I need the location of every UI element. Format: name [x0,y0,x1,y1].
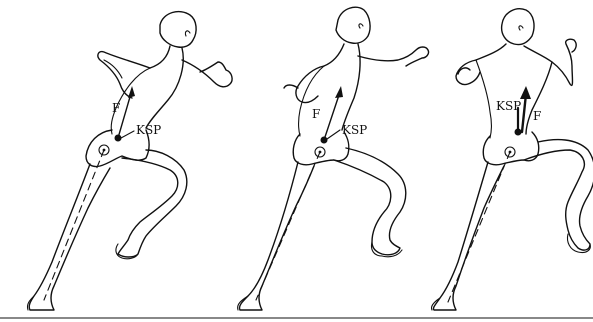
runner-2-force-arrow [324,92,340,140]
runner-1-leg-axis [44,150,104,300]
runner-3-force-label: F [533,109,541,123]
runner-2-front-leg [334,148,406,255]
runner-1-torso [146,46,183,128]
runner-3-ksp-label: KSP [496,99,521,113]
runner-2: KSP F [238,7,429,310]
runner-1-rear-leg [29,164,110,310]
runner-3: KSP F [431,9,593,310]
runner-1-ksp-label: KSP [136,123,161,137]
runner-3-front-leg [524,140,593,250]
runner-1-rear-arm [98,52,150,98]
runner-3-ear [519,26,523,30]
runner-1-force-label: F [112,101,120,115]
runner-1-front-leg [118,150,187,257]
runner-3-force-arrow [522,94,526,132]
runner-2-front-arm [358,47,429,66]
runner-2-rear-leg [239,162,314,310]
runner-3-head [502,9,534,45]
runner-2-shorts [293,132,349,165]
runner-2-ksp-label: KSP [342,123,367,137]
runner-2-leg-axis [256,152,320,300]
runner-1-rear-arm-inner [104,60,122,78]
runner-3-back-line [476,60,492,138]
runner-3-front-arm [552,39,576,85]
runner-1-head [160,12,196,48]
runner-3-rear-arm [456,60,480,85]
runner-2-ksp-dot [321,137,328,144]
runner-3-leg-axis [448,152,510,302]
runner-2-force-label: F [312,107,320,121]
runner-2-torso [324,44,360,130]
runner-1: KSP F [27,12,232,310]
runner-1-ear [185,31,190,36]
runner-3-shorts [483,132,539,165]
runner-2-ear [359,24,363,28]
runner-2-head [336,7,370,43]
runner-1-ksp-pointer [121,131,134,138]
runner-3-rear-leg [433,162,504,310]
runner-2-ksp-pointer [327,130,340,139]
runner-1-front-arm [182,60,232,87]
